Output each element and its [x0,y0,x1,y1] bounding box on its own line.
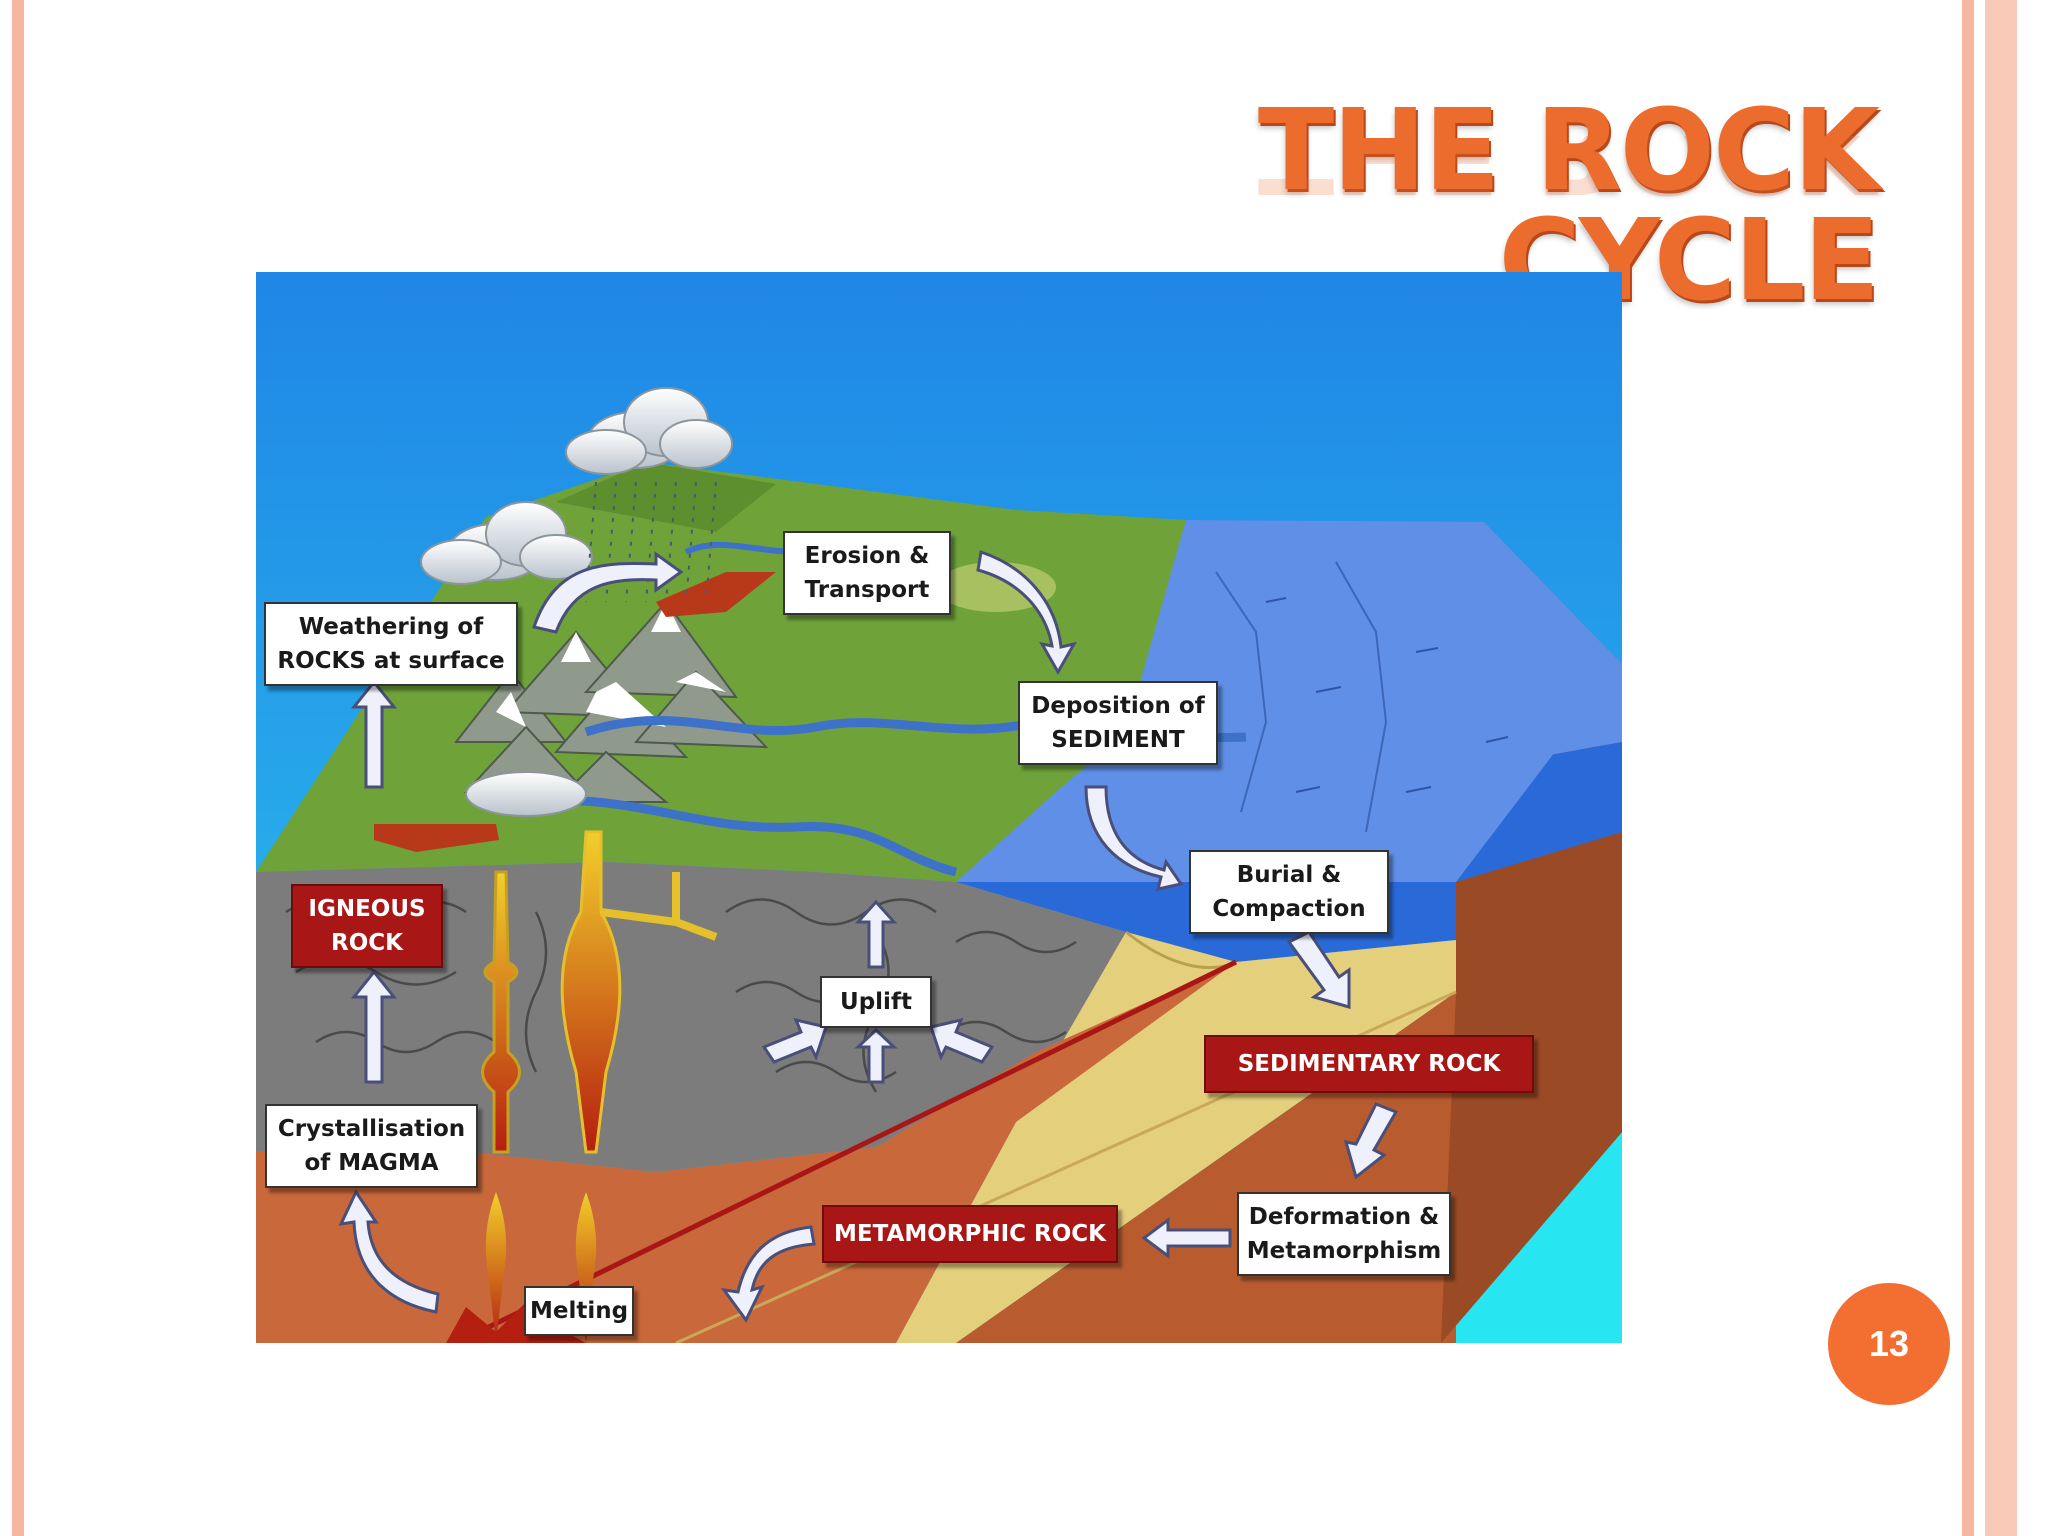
volcano-icon [374,562,1056,852]
cloud-icon-2 [420,501,593,585]
left-border-bar [12,0,24,1536]
cloud-icon [565,387,733,475]
slide-title-reflection: THE ROCK CYCLE [1257,136,1878,206]
melting-label: Melting [524,1286,634,1336]
page-number-badge: 13 [1828,1283,1950,1405]
sedimentary-rock-label: SEDIMENTARY ROCK [1204,1035,1534,1093]
right-border-bar-inner [1985,0,2017,1536]
deposition-label: Deposition of SEDIMENT [1018,681,1218,765]
igneous-rock-label: IGNEOUS ROCK [291,884,443,968]
metamorphic-rock-label: METAMORPHIC ROCK [822,1205,1118,1263]
slide-title: THE ROCK CYCLE [1257,86,1880,326]
deformation-label: Deformation & Metamorphism [1237,1192,1451,1276]
rock-cycle-diagram: Weathering of ROCKS at surface Erosion &… [256,272,1622,1343]
weathering-label: Weathering of ROCKS at surface [264,602,518,686]
arrow-icon [338,550,1399,1323]
uplift-label: Uplift [820,976,932,1028]
right-border-bar-outer [1962,0,1974,1536]
crystallisation-label: Crystallisation of MAGMA [265,1104,478,1188]
burial-label: Burial & Compaction [1189,850,1389,934]
erosion-label: Erosion & Transport [783,531,951,615]
rain [585,481,717,603]
